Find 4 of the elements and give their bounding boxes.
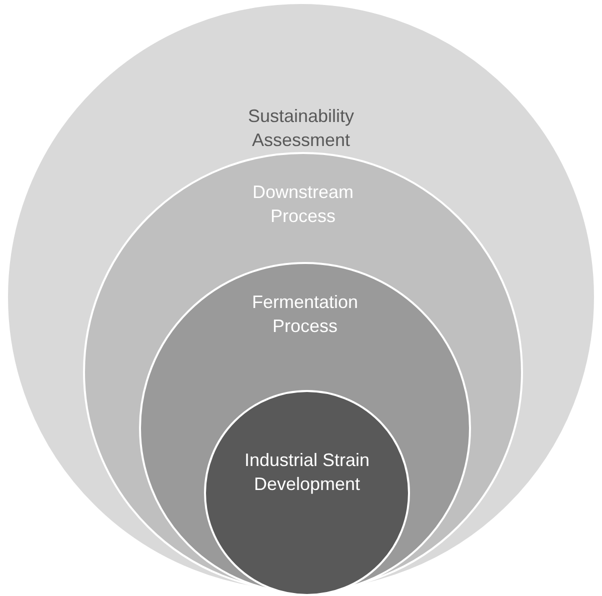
stage-label: Sustainability Assessment [246,105,356,152]
stage-label: Fermentation Process [250,291,360,338]
stage-label: Industrial Strain Development [243,449,371,496]
stage-label: Downstream Process [251,181,355,228]
